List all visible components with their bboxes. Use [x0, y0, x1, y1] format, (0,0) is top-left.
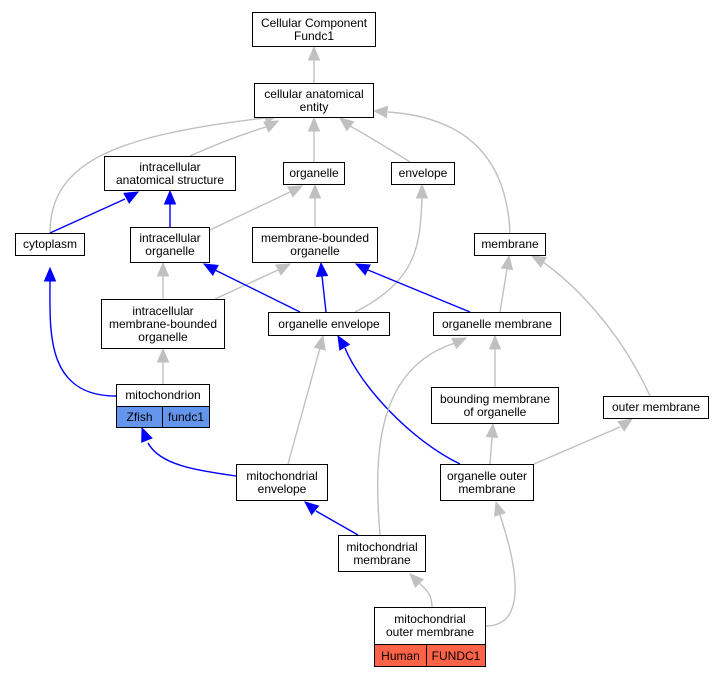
- arrowhead-mom-to-mm: [409, 573, 424, 588]
- edge-outer-to-membrane: [542, 261, 651, 397]
- tag-human-gene[interactable]: FUNDC1: [426, 644, 486, 667]
- arrowhead-cae-to-cc: [307, 45, 321, 61]
- arrowhead-oe-to-envelope: [415, 183, 429, 199]
- arrowhead-cytoplasm-to-ias: [123, 191, 140, 204]
- edge-oom-to-outer: [533, 426, 621, 465]
- edge-oe-to-io: [214, 269, 301, 313]
- node-organelle[interactable]: organelle: [283, 162, 345, 185]
- node-mitochondrial-membrane[interactable]: mitochondrial membrane: [338, 535, 426, 572]
- node-mitochondrial-envelope[interactable]: mitochondrial envelope: [236, 464, 328, 501]
- edge-cytoplasm-to-cae: [49, 117, 266, 234]
- edge-envelope-to-cae: [349, 125, 411, 163]
- arrowhead-organelle-to-cae: [307, 116, 321, 132]
- edge-membrane-to-cae: [387, 111, 511, 234]
- tag-zfish-species[interactable]: Zfish: [116, 406, 163, 428]
- edge-om-to-mbo: [367, 269, 471, 313]
- edge-oe-to-mbo: [321, 275, 327, 313]
- arrowhead-oe-to-mbo: [315, 261, 329, 277]
- node-membrane-bounded-organelle[interactable]: membrane-bounded organelle: [252, 227, 378, 263]
- edge-mom-to-mm: [418, 582, 433, 608]
- arrowhead-ias-to-cae: [263, 120, 280, 133]
- arrowhead-mbo-to-organelle: [308, 183, 322, 199]
- edge-oe-to-envelope: [354, 197, 423, 313]
- arrowhead-imbo-to-mbo: [275, 263, 292, 276]
- arrowhead-io-to-organelle: [287, 185, 304, 198]
- node-organelle-membrane[interactable]: organelle membrane: [433, 312, 561, 336]
- edge-me-to-mito: [147, 442, 237, 477]
- edge-imbo-to-mbo: [214, 269, 279, 300]
- node-cytoplasm[interactable]: cytoplasm: [15, 233, 85, 256]
- edge-oom-to-oe: [344, 347, 461, 465]
- arrowhead-om-to-membrane: [500, 254, 514, 271]
- arrowhead-mito-to-cytoplasm: [43, 266, 57, 282]
- arrowhead-oom-to-oe: [337, 334, 351, 351]
- node-organelle-outer-membrane[interactable]: organelle outer membrane: [440, 464, 534, 501]
- edge-cytoplasm-to-ias: [49, 198, 126, 234]
- arrowhead-mm-to-me: [304, 501, 320, 516]
- arrowhead-oe-to-io: [202, 263, 219, 276]
- node-bounding-membrane-of-organelle[interactable]: bounding membrane of organelle: [431, 387, 559, 424]
- node-intracellular-organelle[interactable]: intracellular organelle: [130, 227, 210, 263]
- arrowhead-oom-to-outer: [617, 418, 634, 432]
- node-mitochondrial-outer-membrane[interactable]: mitochondrial outer membrane: [374, 607, 486, 645]
- arrowhead-membrane-to-cae: [372, 105, 388, 119]
- arrowhead-mito-to-imbo: [156, 347, 170, 363]
- edges: [43, 45, 651, 627]
- node-mitochondrion[interactable]: mitochondrion: [116, 384, 210, 407]
- arrowhead-oom-to-bmo: [485, 422, 499, 438]
- edge-mm-to-me: [315, 510, 359, 536]
- arrowhead-io-to-ias: [163, 189, 177, 205]
- tag-human-species[interactable]: Human: [374, 644, 427, 667]
- edge-mito-to-cytoplasm: [49, 280, 117, 397]
- arrowhead-imbo-to-io: [156, 261, 170, 277]
- arrowhead-outer-to-membrane: [530, 255, 547, 268]
- edge-me-to-oe: [287, 347, 321, 465]
- arrowhead-me-to-oe: [313, 334, 326, 351]
- arrowhead-bmo-to-om: [488, 334, 502, 350]
- edge-om-to-membrane: [499, 268, 508, 313]
- node-outer-membrane[interactable]: outer membrane: [603, 396, 709, 419]
- node-membrane[interactable]: membrane: [474, 233, 546, 256]
- node-organelle-envelope[interactable]: organelle envelope: [268, 312, 390, 336]
- node-envelope[interactable]: envelope: [391, 162, 455, 185]
- node-intracellular-anatomical-structure[interactable]: intracellular anatomical structure: [104, 156, 236, 191]
- edge-io-to-organelle: [209, 191, 291, 231]
- edge-mm-to-om: [376, 342, 456, 536]
- arrowhead-mm-to-om: [451, 337, 468, 350]
- node-cellular-anatomical-entity[interactable]: cellular anatomical entity: [254, 83, 374, 118]
- arrowhead-mom-to-oom: [493, 500, 506, 517]
- edge-oom-to-bmo: [489, 436, 493, 465]
- tag-zfish-gene[interactable]: fundc1: [162, 406, 210, 428]
- node-intracellular-membrane-bounded-organelle[interactable]: intracellular membrane-bounded organelle: [101, 299, 225, 349]
- arrowhead-envelope-to-cae: [338, 117, 355, 132]
- arrowhead-me-to-mito: [141, 426, 153, 443]
- arrowhead-om-to-mbo: [354, 263, 371, 276]
- edge-mom-to-oom: [485, 514, 516, 627]
- node-cellular-component-fundc1[interactable]: Cellular Component Fundc1: [252, 12, 376, 47]
- edge-ias-to-cae: [189, 126, 267, 157]
